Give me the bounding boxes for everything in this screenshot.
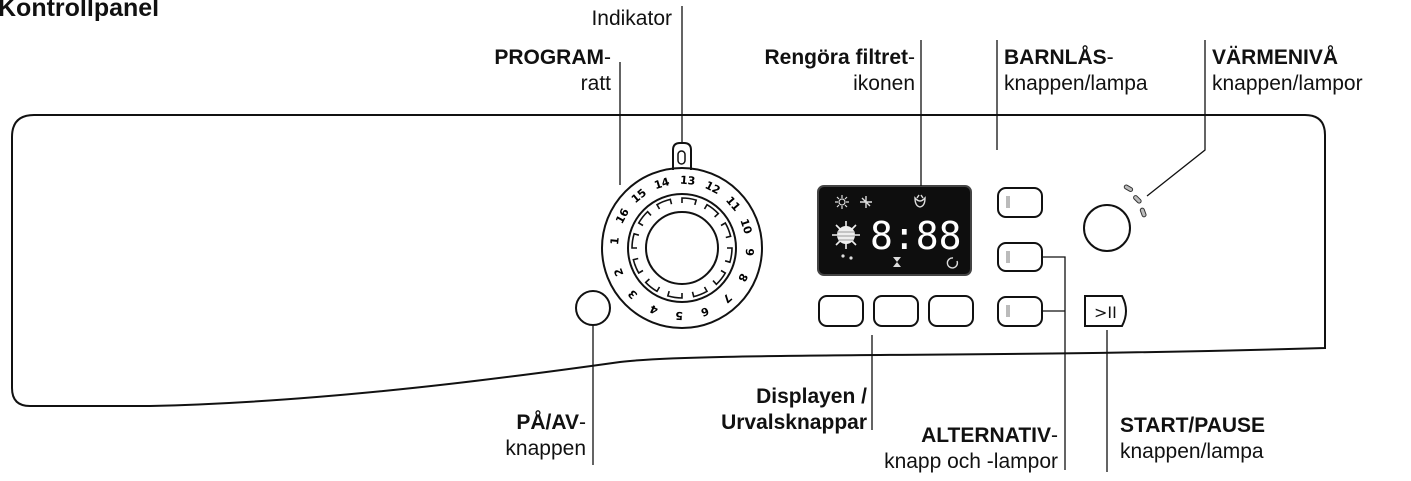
indicator-label: Indikator [591, 7, 672, 30]
drying-level-icon [832, 221, 860, 249]
dial-number: 13 [679, 174, 695, 188]
sun-icon [835, 195, 849, 209]
dial-number: 4 [647, 302, 660, 317]
option-label: ALTERNATIV- knapp och -lampor [884, 424, 1058, 473]
dial-number: 1 [608, 236, 622, 245]
power-label: PÅ/AV- knappen [505, 411, 586, 460]
drop-icon [841, 254, 853, 260]
dial-number: 12 [703, 179, 723, 198]
dial-number: 8 [735, 271, 750, 284]
clean-filter-label: Rengöra filtret- ikonen [764, 46, 915, 95]
option-button-1[interactable] [997, 242, 1043, 272]
rotate-icon [946, 257, 959, 269]
start-pause-label: START/PAUSE knappen/lampa [1120, 414, 1266, 463]
dial-number: 9 [743, 248, 756, 256]
child-lock-label: BARNLÅS- knappen/lampa [1004, 46, 1148, 95]
dial-number: 16 [613, 206, 632, 226]
dial-number: 3 [625, 287, 640, 301]
start-pause-button[interactable]: >II [1084, 295, 1127, 327]
page-title: Kontrollpanel [0, 0, 160, 22]
dial-number: 14 [653, 175, 672, 192]
program-label: PROGRAM- ratt [494, 46, 611, 95]
clean-filter-icon [914, 194, 926, 208]
dial-number: 5 [675, 309, 683, 322]
display-screen: 8:88 [817, 185, 972, 276]
heat-level-lamps [1123, 184, 1147, 218]
dial-number: 6 [699, 304, 711, 319]
fan-icon [860, 196, 872, 208]
hourglass-icon [893, 257, 901, 267]
selection-button-1[interactable] [818, 295, 864, 327]
child-lock-button[interactable] [997, 187, 1043, 218]
selection-button-2[interactable] [873, 295, 919, 327]
dial-number: 11 [723, 194, 743, 214]
panel-outline [11, 114, 1326, 407]
dial-number: 15 [629, 186, 649, 206]
heat-level-button[interactable] [1083, 204, 1131, 252]
selection-button-3[interactable] [928, 295, 974, 327]
leader-lines [592, 6, 1206, 472]
indicator-mark [677, 150, 686, 165]
svg-text:>II: >II [1094, 303, 1117, 322]
option-button-2[interactable] [997, 296, 1043, 327]
display-time: 8:88 [870, 214, 962, 258]
dial-number: 10 [737, 217, 754, 236]
dial-number: 2 [612, 266, 627, 278]
heat-level-label: VÄRMENIVÅ knappen/lampor [1212, 46, 1363, 95]
power-button[interactable] [575, 290, 611, 326]
dial-number: 7 [720, 291, 734, 306]
display-selection-label: Displayen / Urvalsknappar [721, 385, 867, 434]
